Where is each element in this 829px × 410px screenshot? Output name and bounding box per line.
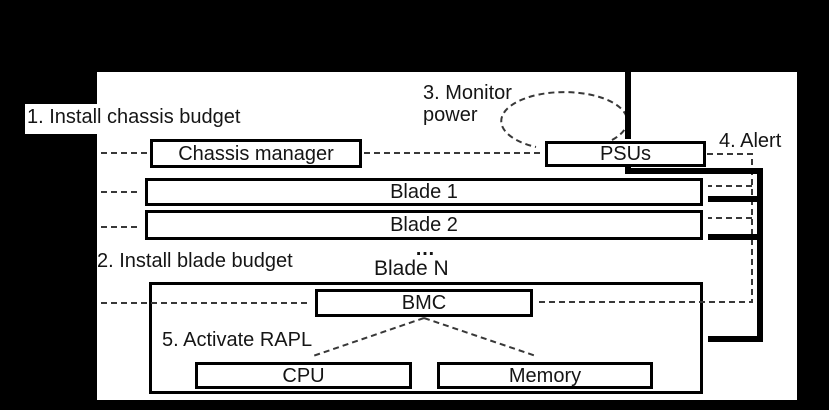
label-step-1-install-chassis-budget: 1. Install chassis budget (27, 106, 241, 128)
label-step-4-alert: 4. Alert (719, 130, 782, 152)
node-blade-2: Blade 2 (145, 210, 703, 240)
node-chassis-manager: Chassis manager (150, 139, 362, 168)
more-blades-ellipsis: … (415, 238, 436, 260)
bmc-label: BMC (401, 292, 447, 314)
step1-label-backplate (25, 104, 105, 134)
node-blade-1: Blade 1 (145, 178, 703, 206)
blade-2-label: Blade 2 (390, 214, 458, 236)
memory-label: Memory (508, 364, 582, 387)
label-step-5-activate-rapl: 5. Activate RAPL (162, 329, 313, 351)
blade-n-label: Blade N (374, 257, 449, 280)
psus-label: PSUs (599, 143, 652, 165)
blade-1-label: Blade 1 (390, 181, 458, 203)
label-step-2-install-blade-budget: 2. Install blade budget (97, 250, 293, 272)
label-step-3-monitor-power: 3. Monitor power (423, 82, 512, 127)
node-bmc: BMC (315, 289, 533, 317)
node-memory: Memory (437, 362, 653, 389)
cpu-label: CPU (282, 364, 325, 387)
chassis-manager-label: Chassis manager (178, 142, 334, 165)
node-psus: PSUs (545, 141, 706, 167)
node-cpu: CPU (195, 362, 412, 389)
